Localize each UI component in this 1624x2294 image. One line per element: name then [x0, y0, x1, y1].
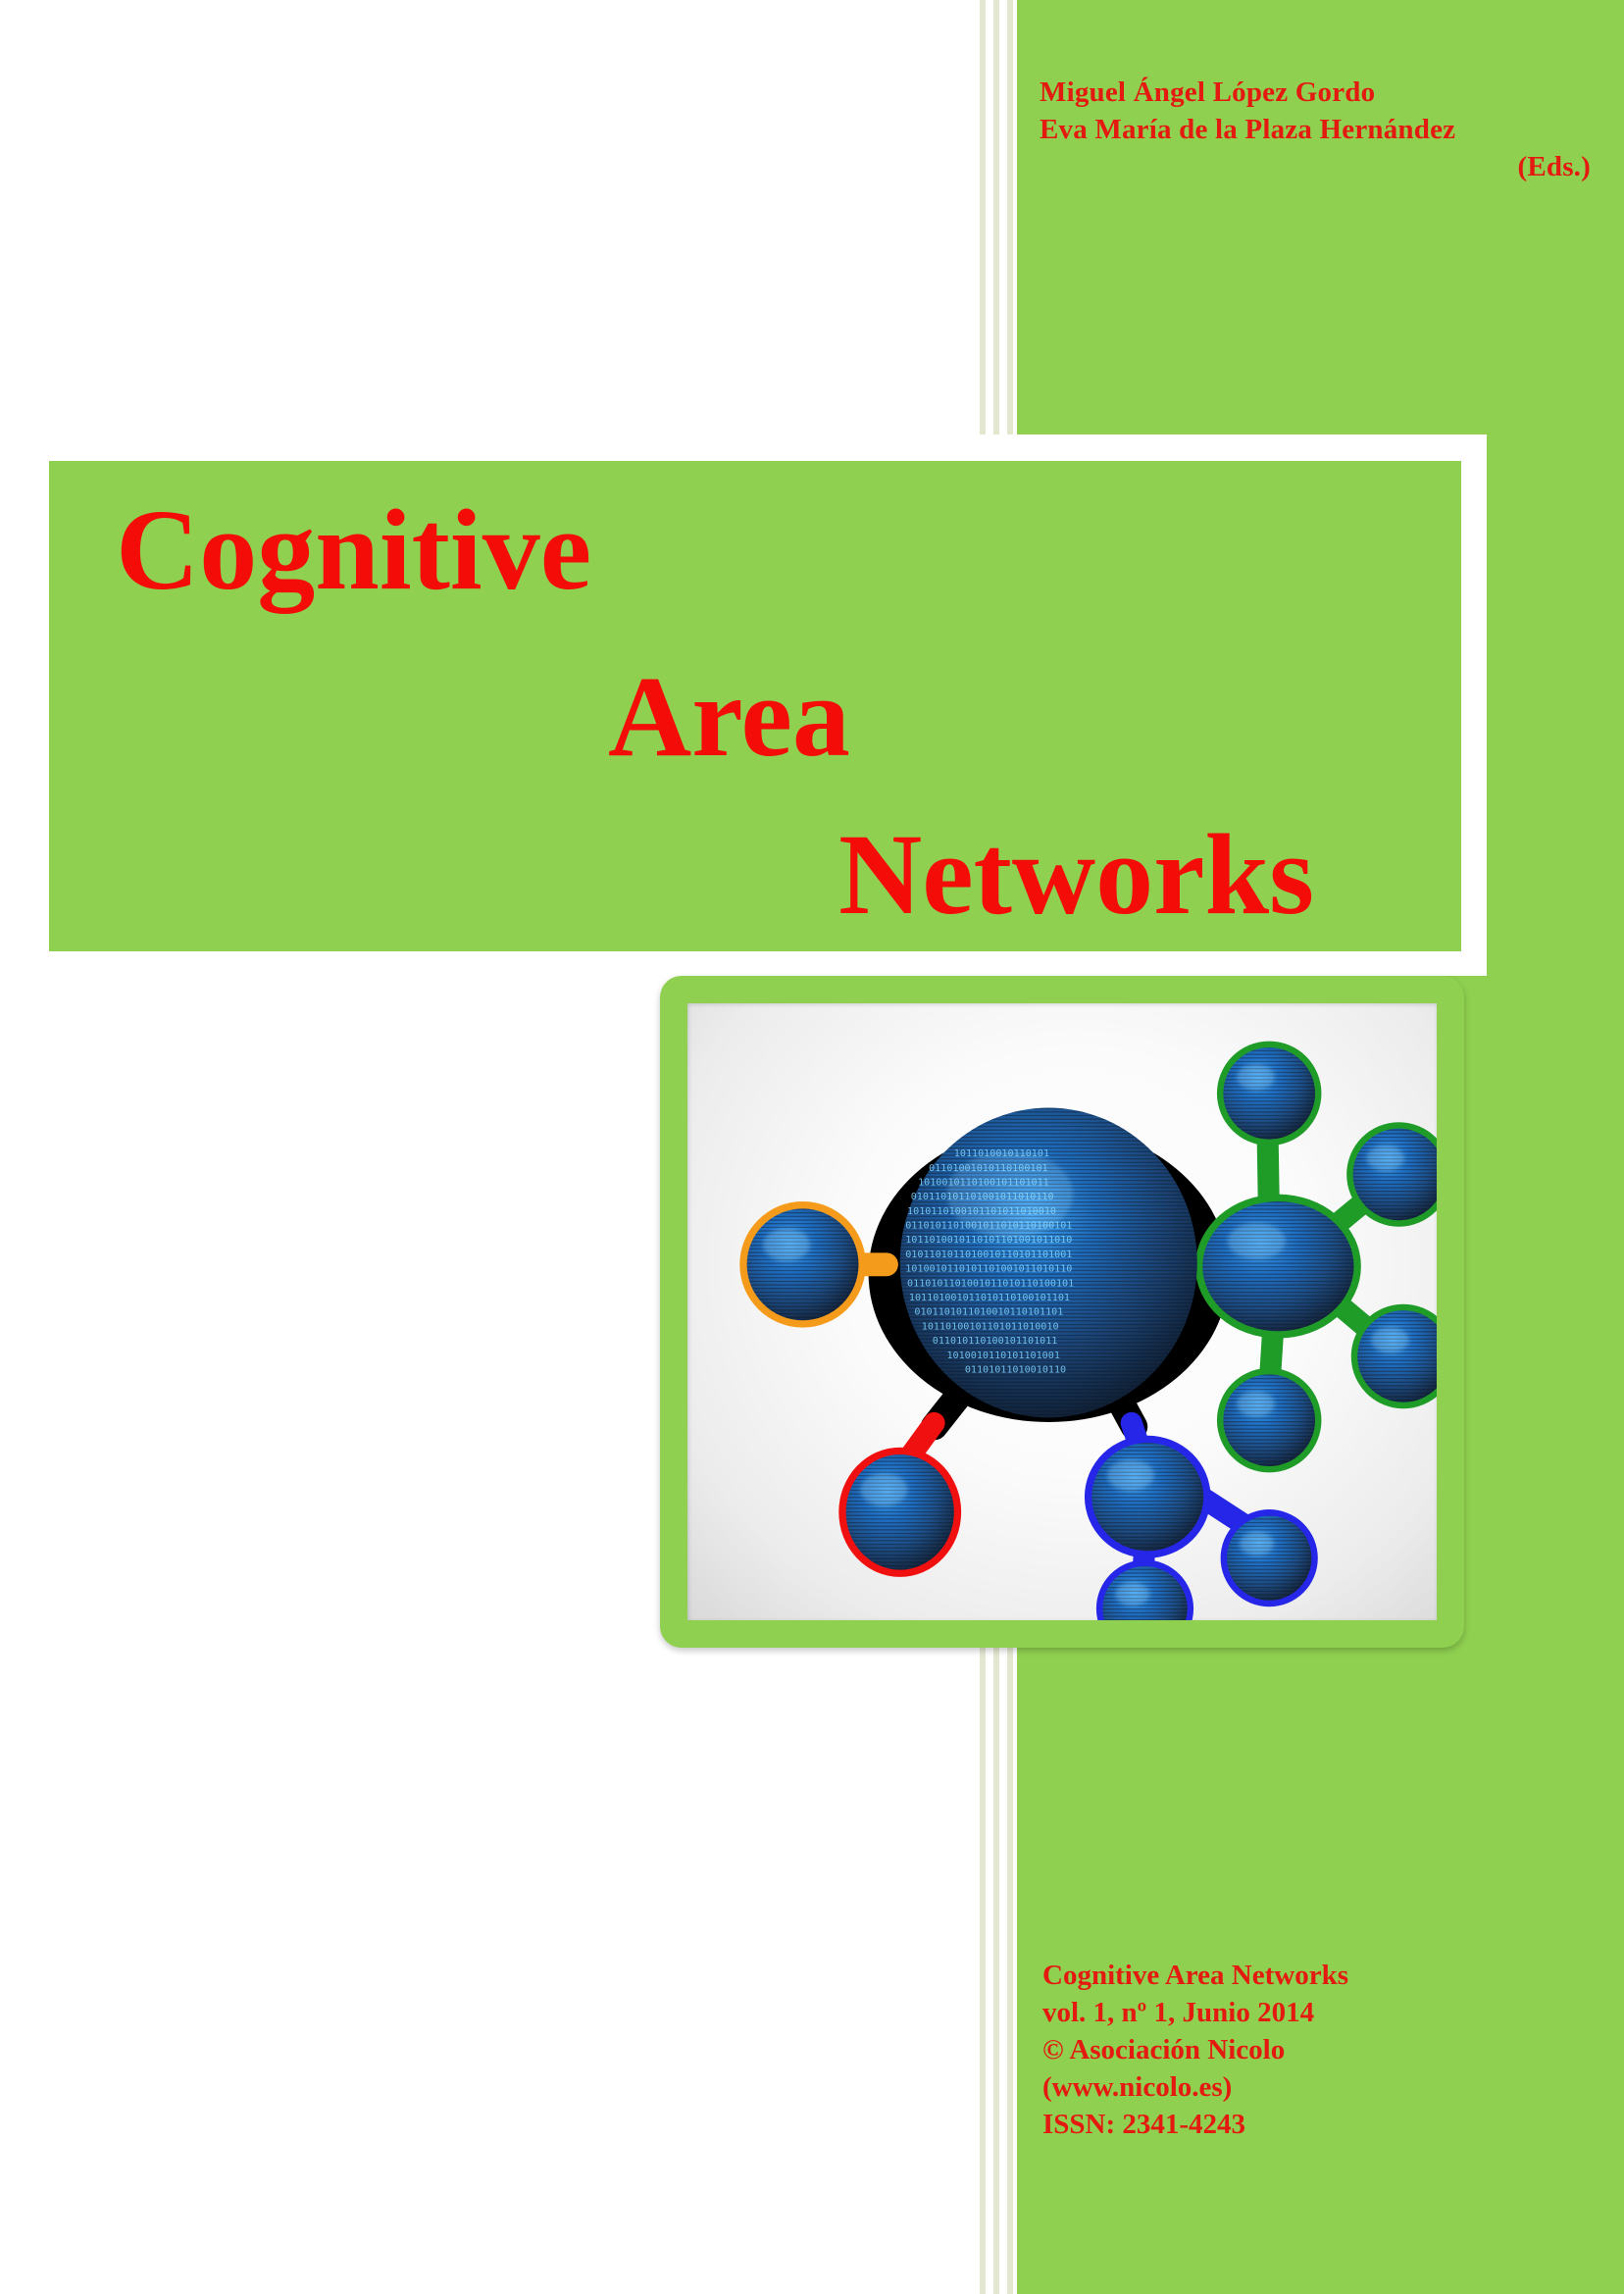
- imprint-website: (www.nicolo.es): [1042, 2071, 1233, 2103]
- sphere-blue-1: [1227, 1515, 1312, 1601]
- svg-text:1010010110101101001011010110: 1010010110101101001011010110: [905, 1264, 1072, 1275]
- svg-text:101101001011010110100101101: 101101001011010110100101101: [909, 1293, 1070, 1303]
- svg-text:0101101011010010110101101001: 0101101011010010110101101001: [905, 1249, 1072, 1260]
- page-title-line-1: Cognitive: [116, 485, 592, 614]
- svg-text:1010010110101101001: 1010010110101101001: [946, 1351, 1059, 1361]
- sphere-blue-hub: [1091, 1443, 1204, 1552]
- imprint-volume: vol. 1, nº 1, Junio 2014: [1042, 1997, 1315, 2028]
- cover-image-panel: 1011010010110101 01101001010110100101 10…: [660, 976, 1464, 1648]
- cover-image-canvas: 1011010010110101 01101001010110100101 10…: [687, 1003, 1437, 1620]
- sphere-red: [845, 1454, 954, 1570]
- editor-name-2: Eva María de la Plaza Hernández: [1040, 114, 1456, 145]
- imprint-block: Cognitive Area Networks vol. 1, nº 1, Ju…: [1042, 1957, 1601, 2143]
- editors-role: (Eds.): [1517, 151, 1591, 182]
- imprint-issn: ISSN: 2341-4243: [1042, 2109, 1246, 2140]
- svg-text:011010110100101101011: 011010110100101101011: [933, 1336, 1058, 1347]
- svg-text:01101011010010110: 01101011010010110: [965, 1364, 1066, 1375]
- svg-text:10110100101101011010010: 10110100101101011010010: [922, 1321, 1059, 1332]
- page-title-line-3: Networks: [838, 810, 1315, 939]
- svg-text:1011010010110101101001011010: 1011010010110101101001011010: [905, 1235, 1072, 1246]
- sphere-green-hub: [1202, 1201, 1354, 1332]
- sphere-green-4: [1223, 1374, 1316, 1466]
- svg-text:0110101101001011010110100101: 0110101101001011010110100101: [907, 1278, 1074, 1289]
- sphere-green-3: [1357, 1310, 1437, 1402]
- sphere-green-2: [1352, 1128, 1437, 1221]
- editors-block: Miguel Ángel López Gordo Eva María de la…: [1040, 74, 1599, 185]
- imprint-journal-title: Cognitive Area Networks: [1042, 1960, 1348, 1991]
- page-title-line-2: Area: [608, 652, 850, 781]
- editor-name-1: Miguel Ángel López Gordo: [1040, 76, 1376, 108]
- svg-text:0101101011010010110101101: 0101101011010010110101101: [914, 1307, 1063, 1318]
- imprint-copyright: © Asociación Nicolo: [1042, 2034, 1286, 2065]
- central-binary-sphere: 1011010010110101 01101001010110100101 10…: [899, 1107, 1197, 1418]
- network-diagram-icon: 1011010010110101 01101001010110100101 10…: [739, 1041, 1437, 1620]
- title-green-card: [49, 461, 1461, 951]
- sphere-orange: [746, 1208, 859, 1321]
- sphere-blue-2: [1102, 1565, 1188, 1620]
- sphere-green-1: [1223, 1046, 1316, 1140]
